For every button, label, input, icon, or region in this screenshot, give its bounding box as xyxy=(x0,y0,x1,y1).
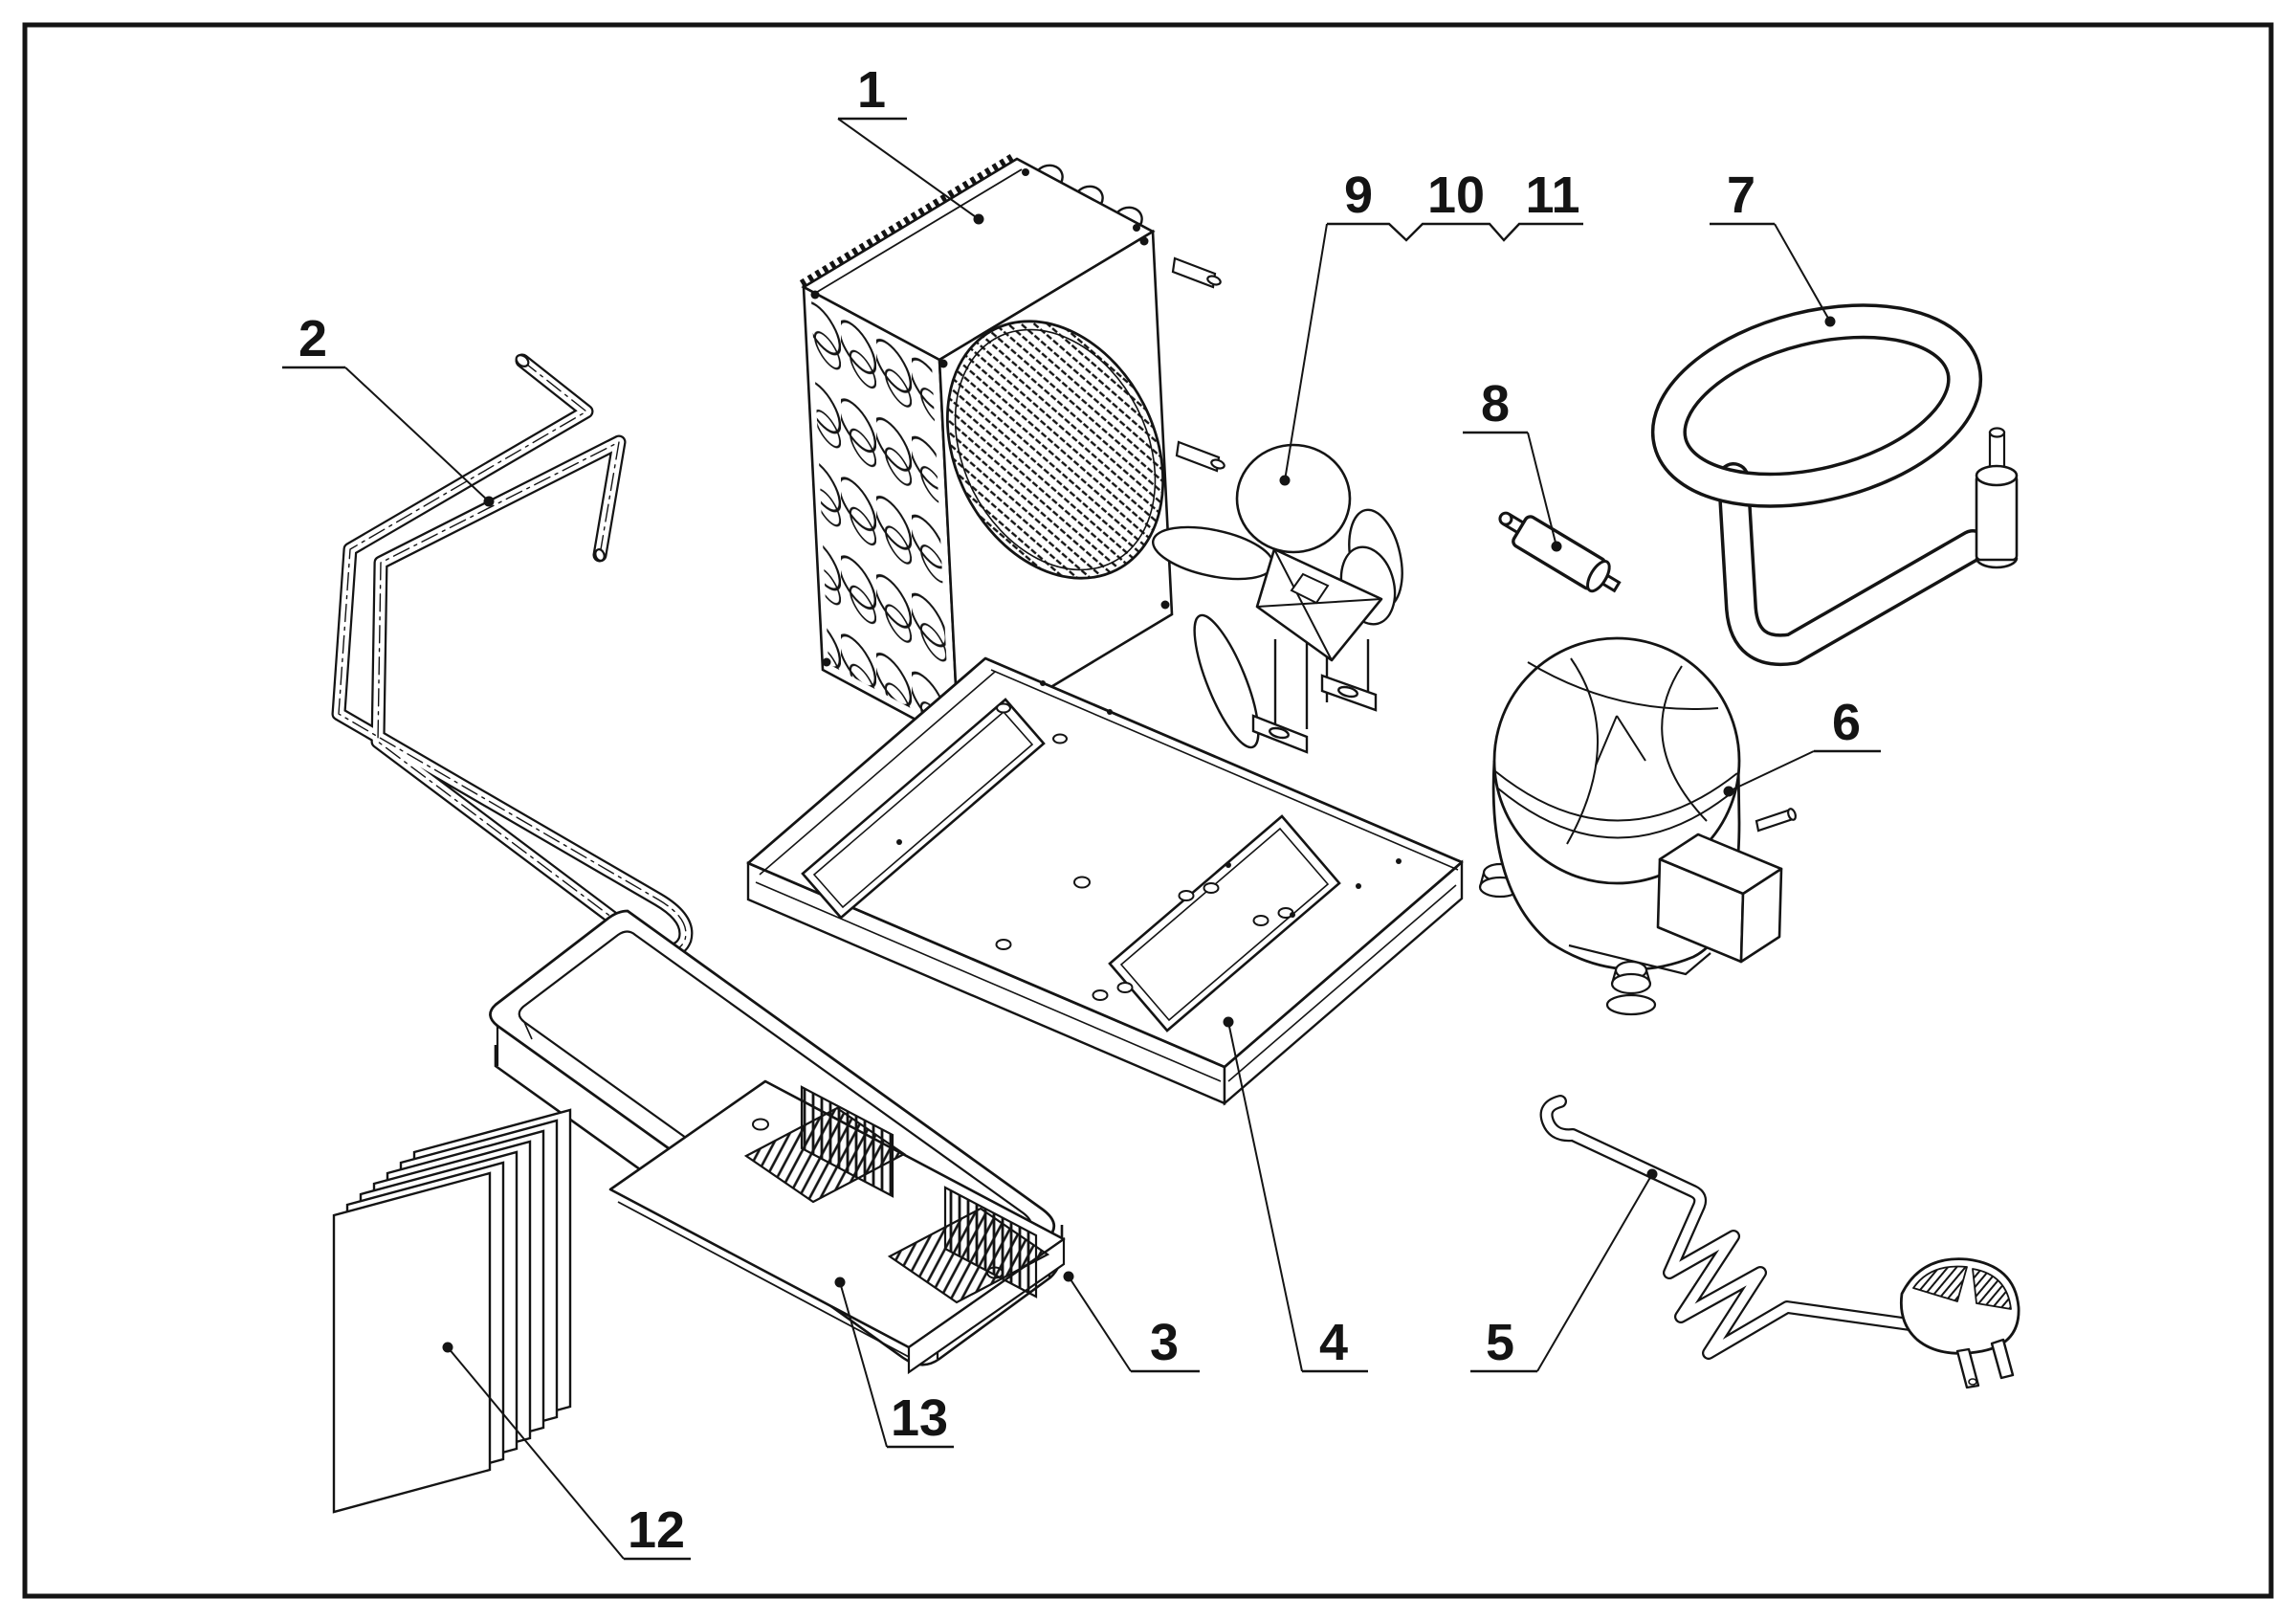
callout-label-6: 6 xyxy=(1832,694,1861,751)
part-base-plate xyxy=(746,656,1464,1106)
leader-dot-6 xyxy=(1723,786,1734,797)
callouts: 1 2 3 4 5 6 7 8 9 10 11 12 13 xyxy=(282,61,1881,1561)
part-compressor xyxy=(1478,636,1797,1016)
callout-label-12: 12 xyxy=(628,1501,685,1559)
leader-line-1 xyxy=(837,118,980,220)
callout-label-4: 4 xyxy=(1319,1314,1348,1371)
leader-dot-4 xyxy=(1223,1016,1234,1028)
callout-label-5: 5 xyxy=(1486,1314,1514,1371)
leader-dot-7 xyxy=(1824,316,1836,327)
leader-line-9 xyxy=(1284,223,1328,481)
part-filter-drier xyxy=(1498,511,1622,593)
callout-label-13: 13 xyxy=(891,1389,948,1447)
leader-dot-2 xyxy=(483,496,495,507)
part-plate-stack xyxy=(332,1108,572,1514)
part-fan-assembly xyxy=(1151,443,1403,754)
leader-dot-1 xyxy=(973,213,984,225)
bracket-9-10-11 xyxy=(1327,222,1583,242)
leader-line-13 xyxy=(839,1281,888,1448)
leader-line-2 xyxy=(344,366,490,502)
callout-label-8: 8 xyxy=(1481,375,1510,433)
callout-label-3: 3 xyxy=(1150,1314,1179,1371)
callout-label-11: 11 xyxy=(1525,167,1579,224)
callout-label-7: 7 xyxy=(1727,167,1755,224)
leader-line-4 xyxy=(1227,1021,1303,1372)
leader-dot-3 xyxy=(1063,1271,1074,1282)
part-accumulator-tube xyxy=(1650,303,2019,667)
leader-line-3 xyxy=(1068,1276,1132,1372)
leader-line-8 xyxy=(1527,432,1557,547)
part-condenser-coil xyxy=(799,152,1225,745)
leader-dot-8 xyxy=(1551,541,1562,552)
leader-dot-12 xyxy=(442,1342,453,1353)
callout-label-2: 2 xyxy=(298,310,327,367)
leader-dot-9 xyxy=(1279,475,1291,486)
leader-line-6 xyxy=(1728,750,1815,792)
callout-label-1: 1 xyxy=(857,61,886,119)
leader-line-12 xyxy=(447,1346,625,1560)
part-heatsink-assembly xyxy=(608,1079,1066,1375)
leader-line-5 xyxy=(1536,1173,1653,1372)
leader-line-7 xyxy=(1774,223,1831,322)
part-power-cord xyxy=(1539,1095,2020,1389)
leader-dot-13 xyxy=(834,1277,846,1288)
callout-label-10: 10 xyxy=(1427,167,1485,224)
callout-label-9: 9 xyxy=(1344,167,1373,224)
leader-dot-5 xyxy=(1646,1168,1658,1180)
